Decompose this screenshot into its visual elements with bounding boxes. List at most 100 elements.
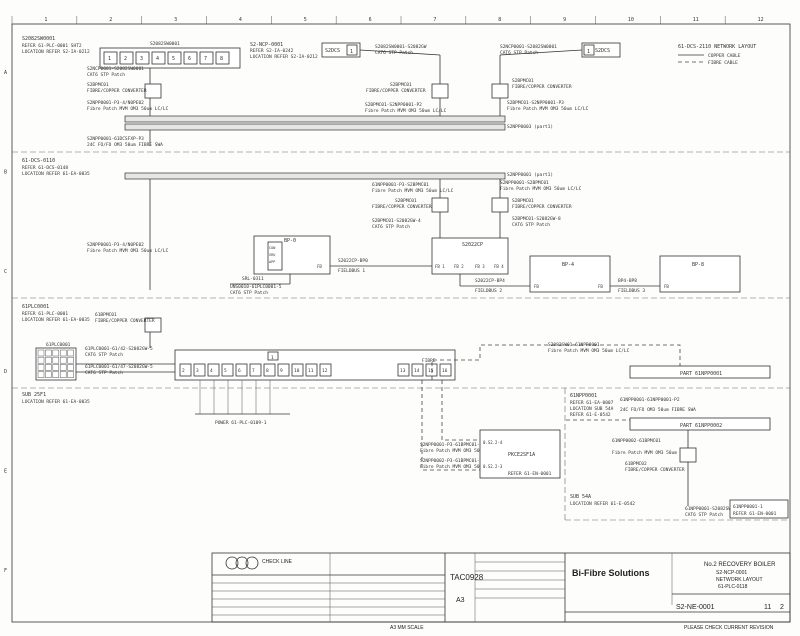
- legend-copper: COPPER CABLE: [708, 53, 741, 59]
- switch-port: [397, 363, 410, 377]
- patch-label: S2NPP0001-S2BPMC01: [500, 180, 549, 186]
- column-marker: 5: [304, 17, 307, 23]
- device-ref: REFER 61-EN-0001: [733, 511, 777, 517]
- column-marker: 4: [239, 17, 242, 23]
- switch-port: [291, 363, 304, 377]
- switch-port: [425, 363, 438, 377]
- switch-port: [135, 51, 150, 65]
- port-label: 4: [210, 368, 213, 374]
- column-marker: 2: [109, 17, 112, 23]
- plc-label: LOCATION REFER 61-EA-0035: [22, 317, 90, 323]
- switch-s2-ncp-0001: S2-NCP-0001 REFER S2-IA-0242 LOCATION RE…: [250, 42, 318, 60]
- cable-label: SRL-0311: [242, 276, 264, 282]
- port-label: 5: [172, 56, 175, 62]
- patch-label: Fibre Patch MVM OM3 50um LC/LC: [548, 348, 630, 354]
- trunk-label: 24C FO/FO OM3 50um FIBRE SWA: [87, 142, 163, 148]
- fieldbus-label: BP4-BP8: [618, 278, 637, 284]
- plc-label: REFER 61-PLC-0001: [22, 311, 68, 317]
- converter-label: 61BPMC02: [625, 461, 647, 467]
- converter-label: FIBRE/COPPER CONVERTER: [512, 84, 572, 90]
- switch-pkce2sf1a: PKCE2SF1A REFER 61-EN-0001 0.S2.2-4 0.S2…: [479, 429, 561, 479]
- switch-id: PKCE2SF1A: [508, 452, 535, 458]
- converter: [431, 83, 449, 99]
- s2022cp-rack: S2022CP FB 1 FB 2 FB 3 FB 4: [431, 237, 509, 275]
- converter-label: S2BPMC01: [395, 198, 417, 204]
- fibre-label: FIBRE: [422, 358, 436, 364]
- dcs-label: REFER 61-DCS-0148: [22, 165, 68, 171]
- cable-label: S2NCP0001-S2082SW0001: [500, 44, 557, 50]
- power-label: POWER 61-PLC-0109-1: [215, 420, 267, 426]
- patch-label: Fibre Patch MVM OM3 50um LC/LC: [612, 450, 694, 456]
- switch-port: [167, 51, 182, 65]
- cable-label: 61NPP0001-S2082SW0001-5: [685, 506, 748, 512]
- converter: [491, 83, 509, 99]
- project-title: No.2 RECOVERY BOILER: [704, 562, 776, 568]
- port-label: 15: [428, 368, 434, 374]
- top-wiring: [124, 49, 583, 146]
- patch-label: S2BPMC01-S2NPP0001-P2: [365, 102, 422, 108]
- fb-label: FB: [534, 284, 539, 289]
- row-marker: C: [4, 269, 7, 275]
- port-label: 14: [414, 368, 420, 374]
- switch-drops: [195, 380, 290, 415]
- converter-label: S2BPMC01: [87, 82, 109, 88]
- switch-port: [221, 363, 234, 377]
- switch-s2dcs-b: S2DCS 1: [581, 42, 621, 58]
- company-name: CHECK LINE: [262, 559, 293, 565]
- patch-label: Fibre Patch MVM OM3 50um LC/LC: [420, 464, 502, 470]
- plc-device: 61PLC0001: [35, 342, 77, 381]
- row-marker: F: [4, 568, 7, 574]
- switch-s2082sw0001: S2082SW0001 REFER 61-PLC-0001 SHT2 LOCAT…: [22, 36, 241, 69]
- cable-label: CAT6 STP Patch: [685, 512, 723, 518]
- patch-panel-bar: [124, 115, 506, 123]
- port-label: 13: [400, 368, 406, 374]
- switch-port: [199, 51, 214, 65]
- dcs-label: LOCATION REFER 61-EA-0035: [22, 171, 90, 177]
- drawing-subtitle: 61-PLC-0118: [718, 584, 748, 590]
- legend-title: 61-DCS-2110 NETWORK LAYOUT: [678, 44, 756, 50]
- sub-label: LOCATION REFER 61-EA-0035: [22, 399, 90, 405]
- switch-port: [263, 363, 276, 377]
- converter: [491, 197, 509, 213]
- part-label: PART 61NPP0002: [680, 423, 722, 429]
- device-ref: 61NPP0001-1: [733, 504, 763, 510]
- trunk-label: 61NPP0001-61NPP0001-P2: [620, 397, 680, 403]
- row-marker: A: [4, 70, 7, 76]
- switch-port: [103, 51, 118, 65]
- plc-label: 61PLC0001: [22, 304, 49, 310]
- port-label: 0.S2.2-4: [483, 440, 503, 445]
- fieldbus-label: FIELDBUS 1: [338, 268, 365, 274]
- port-label: 2: [182, 368, 185, 374]
- converter-label: FIBRE/COPPER CONVERTER: [625, 467, 685, 473]
- port-label: 12: [322, 368, 328, 374]
- cable-label: S2BPMC01-S2082GW-8: [512, 216, 561, 222]
- bp8-rack: BP-8 FB: [659, 255, 741, 293]
- converter-label: FIBRE/COPPER CONVERTER: [95, 318, 155, 324]
- row-marker: B: [4, 170, 7, 176]
- switch-ref: REFER S2-IA-0242: [250, 48, 294, 54]
- converter-label: 61BPMC01: [95, 312, 117, 318]
- switch-port: [305, 363, 318, 377]
- fb-label: FB 2: [454, 264, 464, 269]
- patch-panel-part1: [629, 365, 771, 379]
- port-label: 2: [124, 56, 127, 62]
- bp0-rack: BP-0 CON SRU APP FB: [253, 235, 331, 275]
- device-ref-box: [729, 499, 789, 519]
- switch-location: LOCATION REFER S2-IA-0212: [250, 54, 318, 60]
- sub-label: LOCATION REFER 61-E-0542: [570, 501, 635, 507]
- switch-port: [119, 51, 134, 65]
- module-label: CON: [269, 246, 275, 250]
- port-label: 3: [196, 368, 199, 374]
- patch-label: S2NPP0001-P3-4/N0PE02: [87, 100, 144, 106]
- cable-label: CAT6 STP Patch: [87, 72, 125, 78]
- npp-label: LOCATION SUB 54A: [570, 406, 614, 412]
- cable-label: CAT6 STP Patch: [512, 222, 550, 228]
- converter: [144, 83, 162, 99]
- converter-label: S2BPMC01: [512, 198, 534, 204]
- port-label: 11: [308, 368, 314, 374]
- cable-label: UNS0010-61PLC0001-5: [230, 284, 282, 290]
- column-marker: 3: [174, 17, 177, 23]
- revision: 2: [780, 604, 784, 611]
- sub-label: SUB 54A: [570, 494, 591, 500]
